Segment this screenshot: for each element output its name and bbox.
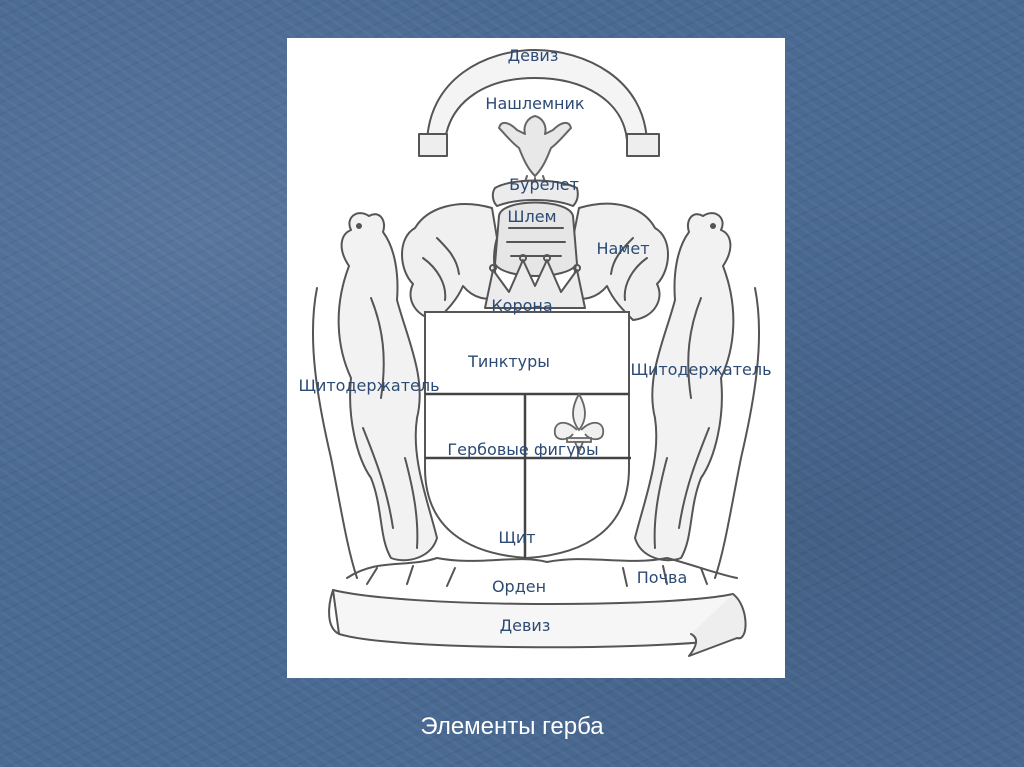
- label-motto-top: Девиз: [507, 46, 559, 65]
- label-motto-bottom: Девиз: [499, 616, 551, 635]
- label-supporter-right: Щитодержатель: [630, 360, 772, 379]
- label-mantling: Намет: [596, 239, 650, 258]
- label-supporter-left: Щитодержатель: [298, 376, 440, 395]
- label-charges: Гербовые фигуры: [447, 440, 599, 459]
- label-order: Орден: [491, 577, 547, 596]
- torse-wreath: [491, 179, 579, 207]
- label-compartment: Почва: [636, 568, 688, 587]
- crown: [484, 259, 586, 309]
- fleur-de-lis-icon: [553, 392, 605, 455]
- slide-caption: Элементы герба: [420, 713, 604, 740]
- label-shield: Щит: [498, 528, 536, 547]
- compartment-ground: [346, 557, 738, 579]
- supporter-left-lion: [337, 212, 438, 562]
- supporter-right-lion: [634, 212, 735, 562]
- shield: [424, 311, 630, 560]
- label-crown: Корона: [491, 296, 553, 315]
- coat-of-arms-diagram: Девиз Нашлемник Бурелет Шлем Намет Корон…: [287, 38, 785, 678]
- coat-of-arms-drawing: [311, 49, 761, 657]
- label-tinctures: Тинктуры: [468, 352, 550, 371]
- label-crest: Нашлемник: [485, 94, 585, 113]
- label-torse: Бурелет: [509, 175, 579, 194]
- helmet: [494, 201, 578, 277]
- label-helmet: Шлем: [507, 207, 557, 226]
